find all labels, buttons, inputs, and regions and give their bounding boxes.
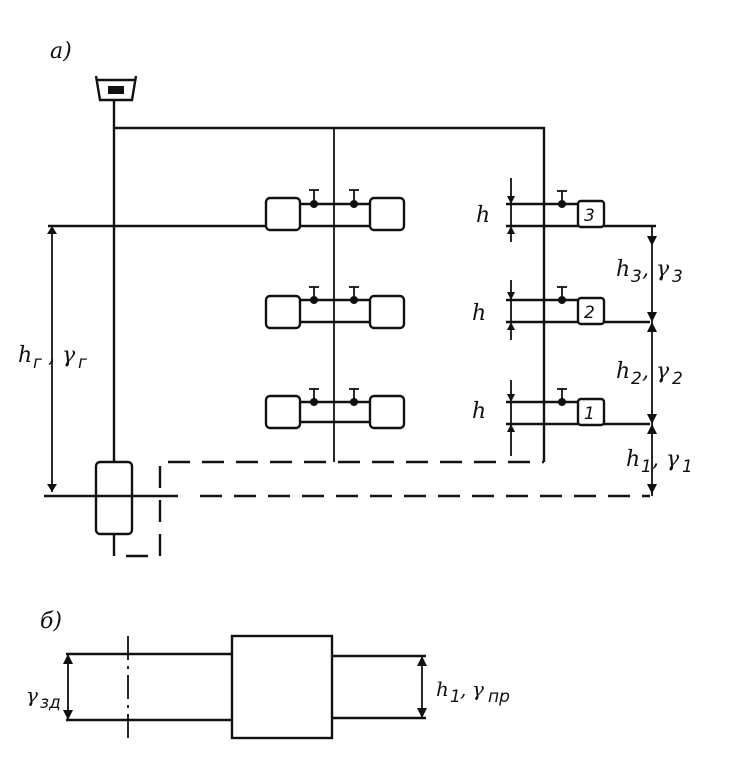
svg-text:2: 2 <box>672 369 683 389</box>
svg-text:h: h <box>472 399 486 424</box>
svg-text:3: 3 <box>584 206 595 226</box>
svg-text:h: h <box>616 359 630 384</box>
diagram-b-label: б) <box>40 609 62 634</box>
label-h3-gamma3: h 3 , γ 3 <box>616 257 683 287</box>
svg-text:1: 1 <box>641 457 652 477</box>
h-dim-2: h <box>472 280 515 340</box>
svg-text:,: , <box>652 447 659 472</box>
svg-text:3: 3 <box>672 267 683 287</box>
h-dim-3: h <box>476 178 515 242</box>
svg-text:h: h <box>18 343 32 368</box>
svg-text:,: , <box>460 677 466 701</box>
svg-text:γ: γ <box>656 359 670 384</box>
svg-text:1: 1 <box>450 687 461 707</box>
svg-text:2: 2 <box>631 369 642 389</box>
svg-text:1: 1 <box>682 457 693 477</box>
svg-text:,: , <box>642 359 649 384</box>
svg-text:γ: γ <box>26 683 38 707</box>
svg-text:,: , <box>642 257 649 282</box>
svg-text:зд: зд <box>40 693 61 713</box>
return-line-upper <box>158 460 544 556</box>
svg-text:γ: γ <box>62 343 76 368</box>
arrow-down-hg <box>47 484 57 492</box>
svg-text:h: h <box>476 203 490 228</box>
supply-main <box>114 126 546 462</box>
svg-text:2: 2 <box>584 303 595 323</box>
device-2: 2 <box>506 286 650 326</box>
radiator-group-bottom <box>264 388 406 430</box>
svg-text:,: , <box>48 343 55 368</box>
device-3: 3 <box>506 190 606 229</box>
svg-text:3: 3 <box>631 267 642 287</box>
svg-text:γ: γ <box>666 447 680 472</box>
radiator-group-top <box>264 189 406 232</box>
svg-text:1: 1 <box>584 404 595 424</box>
hg-gamma-label: h г , γ г <box>18 343 87 373</box>
svg-text:h: h <box>626 447 640 472</box>
svg-text:г: г <box>33 353 42 373</box>
svg-text:γ: γ <box>656 257 670 282</box>
label-h1-gamma1: h 1 , γ 1 <box>626 447 693 477</box>
radiator-group-middle <box>264 286 406 330</box>
svg-text:пр: пр <box>488 687 510 707</box>
svg-text:γ: γ <box>472 677 484 701</box>
svg-text:h: h <box>436 677 449 701</box>
svg-text:h: h <box>472 301 486 326</box>
boiler <box>94 460 134 536</box>
arrow-up-hg <box>47 226 57 234</box>
return-line-boiler <box>112 534 160 558</box>
diagram-b-right-dim: h 1 , γ пр <box>417 656 510 718</box>
h-dim-1: h <box>472 380 515 456</box>
svg-text:h: h <box>616 257 630 282</box>
device-1: 1 <box>506 388 650 427</box>
svg-text:г: г <box>78 353 87 373</box>
label-h2-gamma2: h 2 , γ 2 <box>616 359 683 389</box>
diagram-b-left-dim: γ зд <box>26 654 73 720</box>
diagram-b-assembly <box>66 634 426 740</box>
diagram-a-label: а) <box>50 39 72 64</box>
expansion-tank-icon <box>94 75 138 102</box>
